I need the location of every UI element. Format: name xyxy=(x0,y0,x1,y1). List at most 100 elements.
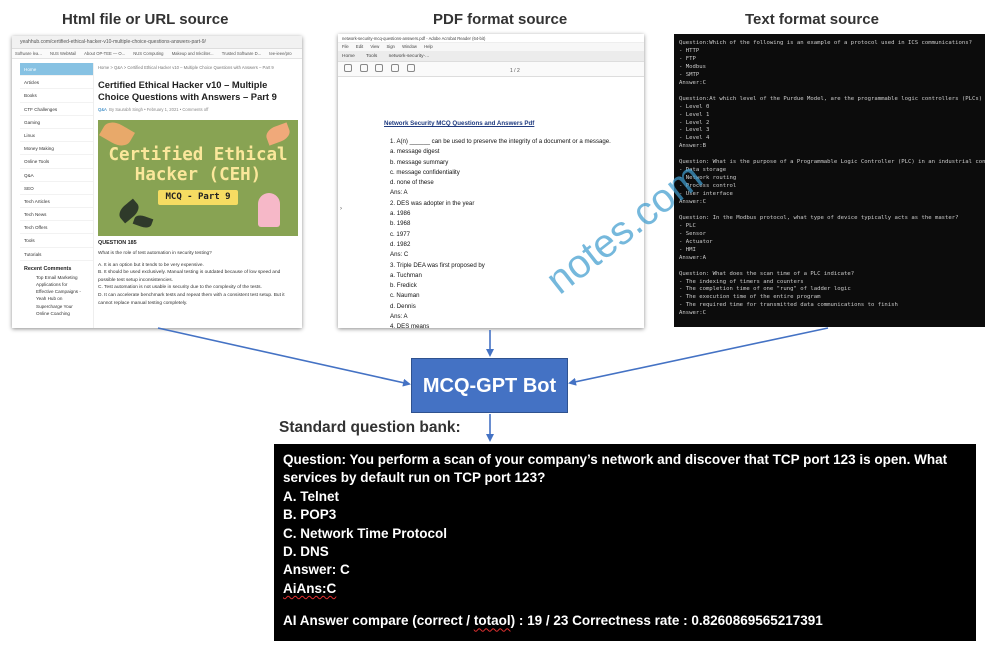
console-line: - Level 0 xyxy=(679,103,710,110)
sidebar-item-books: Books xyxy=(20,89,93,103)
banner-tag: MCQ - Part 9 xyxy=(158,190,238,205)
output-compare: AI Answer compare (correct / totaol) : 1… xyxy=(283,612,967,630)
recent-comment-line: Online Coaching xyxy=(36,310,70,316)
output-option: C. Network Time Protocol xyxy=(283,525,448,541)
console-text: Question:Which of the following is an ex… xyxy=(679,40,985,318)
pdf-heading: Network Security MCQ Questions and Answe… xyxy=(384,120,535,127)
tab-document: network-security-... xyxy=(388,54,430,59)
tab-home: Home xyxy=(342,54,355,59)
menu-item: Sign xyxy=(386,44,395,49)
sidebar-item-tutorials: Tutorials xyxy=(20,248,93,261)
bookmark-item: Software lea... xyxy=(15,51,42,56)
console-line: - Level 1 xyxy=(679,111,710,118)
banner-title-line-2: Hacker (CEH) xyxy=(134,165,262,185)
question-option: A. It is an option but it tends to be ve… xyxy=(98,262,204,268)
question-option: C. Test automation is not usable in secu… xyxy=(98,285,262,291)
bookmark-item: NUS WebMail xyxy=(49,51,77,56)
sidebar-item-articles: Articles xyxy=(20,76,93,90)
ghost-mascot-icon xyxy=(258,193,280,227)
pdf-line: a. 1986 xyxy=(390,210,411,218)
console-line: - HTTP xyxy=(679,47,700,54)
console-line: Question: What does the scan time of a P… xyxy=(679,270,855,277)
pdf-line: a. message digest xyxy=(390,148,440,156)
sidebar-item-tech-offers: Tech Offers xyxy=(20,221,93,235)
console-line: - Level 2 xyxy=(679,119,710,126)
console-line: - User interface xyxy=(679,191,733,198)
pdf-toolbar xyxy=(338,62,644,77)
console-line: - Network routing xyxy=(679,175,737,182)
console-line: - FTP xyxy=(679,55,696,62)
console-line: - HMI xyxy=(679,246,696,253)
output-ai-answer: AiAns:C xyxy=(283,580,337,596)
console-line: - Level 4 xyxy=(679,135,710,142)
article-headline: Certified Ethical Hacker v10 – Multiple … xyxy=(98,79,277,102)
pdf-line: d. none of these xyxy=(390,179,434,187)
arrow-text-to-bot xyxy=(568,327,829,386)
pdf-line: b. message summary xyxy=(390,158,449,166)
pdf-line: Ans: C xyxy=(390,251,409,259)
text-source-title: Text format source xyxy=(745,11,879,28)
upload-icon xyxy=(375,64,384,73)
question-bank-output: Question: You perform a scan of your com… xyxy=(274,444,976,641)
article-content: Home > Q&A > Certified Ethical Hacker v1… xyxy=(98,63,298,307)
pdf-line: Ans: A xyxy=(390,313,408,321)
output-option: B. POP3 xyxy=(283,507,337,523)
pdf-source-screenshot: network-security-mcq-questions-answers.p… xyxy=(338,34,644,328)
search-icon xyxy=(406,64,415,73)
console-line: - Actuator xyxy=(679,238,713,245)
sidebar-item-money: Money Making xyxy=(20,142,93,156)
output-answer: Answer: C xyxy=(283,562,350,578)
pdf-tab-bar: Home Tools network-security-... xyxy=(338,51,644,62)
pdf-line: c. message confidentiality xyxy=(390,168,460,176)
question-option: B. It should be used exclusively. Manual… xyxy=(98,270,281,283)
console-line: - PLC xyxy=(679,222,696,229)
bookmark-item: tee-ieee/pro xyxy=(269,51,292,56)
recent-comment-line: Top Email Marketing xyxy=(36,274,78,280)
recent-comment-line: Supercharge Your xyxy=(36,303,73,309)
menu-item: Edit xyxy=(355,44,364,49)
pdf-line: 2. DES was adopter in the year xyxy=(390,199,475,207)
question-bank-title: Standard question bank: xyxy=(279,419,461,436)
pdf-source-title: PDF format source xyxy=(433,11,568,28)
console-line: Answer:C xyxy=(679,310,706,317)
menu-item: File xyxy=(342,44,349,49)
pdf-line: Ans: A xyxy=(390,189,408,197)
article-meta: Q&A By Saurabh Singh • February 1, 2021 … xyxy=(98,107,298,112)
print-icon xyxy=(391,64,400,73)
menu-item: Window xyxy=(402,44,417,49)
pdf-line: b. 1968 xyxy=(390,220,411,228)
output-question: Question: You perform a scan of your com… xyxy=(283,452,948,486)
article-category: Q&A xyxy=(98,107,107,112)
text-source-console: Question:Which of the following is an ex… xyxy=(674,34,985,327)
question-number: QUESTION 185 xyxy=(98,240,137,246)
recent-comment-line: Applications for xyxy=(36,282,68,288)
tab-tools: Tools xyxy=(366,54,378,59)
pdf-line: 1. A(n) ______ can be used to preserve t… xyxy=(390,138,611,145)
bookmark-item: NUS Computing xyxy=(133,51,164,56)
sidebar-item-qa: Q&A xyxy=(20,169,93,182)
compare-text: AI Answer compare (correct / xyxy=(283,613,474,629)
output-option: A. Telnet xyxy=(283,488,340,504)
star-icon xyxy=(359,64,368,73)
sidebar-item-tools: Tools xyxy=(20,234,93,248)
address-bar: yeahhub.com/certified-ethical-hacker-v10… xyxy=(12,36,302,49)
bookmark-item: Makeup and Inkcliter... xyxy=(171,51,214,56)
html-source-title: Html file or URL source xyxy=(62,11,229,28)
output-option: D. DNS xyxy=(283,544,329,560)
console-line: Question:At which level of the Purdue Mo… xyxy=(679,95,985,102)
console-line: - The required time for transmitted data… xyxy=(679,302,898,309)
pdf-menu-bar: File Edit View Sign Window Help xyxy=(338,43,644,51)
pdf-line: a. Tuchman xyxy=(390,271,422,279)
console-line: - Level 3 xyxy=(679,127,710,134)
console-line: - Process control xyxy=(679,183,737,190)
console-line: Question: What is the purpose of a Progr… xyxy=(679,159,985,166)
question-text: What is the role of test automation in s… xyxy=(98,251,212,256)
pdf-line: d. Dennis xyxy=(390,302,416,310)
site-sidebar: Home Articles Books CTF Challenges Gamin… xyxy=(20,63,94,328)
mcq-gpt-bot-box: MCQ-GPT Bot xyxy=(411,358,568,413)
article-banner-image: Certified Ethical Hacker (CEH) MCQ - Par… xyxy=(98,120,298,236)
article-byline: By Saurabh Singh • February 1, 2021 • Co… xyxy=(109,107,209,112)
console-line: - Data storage xyxy=(679,167,727,174)
console-line: - The completion time of one "rung" of l… xyxy=(679,286,851,293)
